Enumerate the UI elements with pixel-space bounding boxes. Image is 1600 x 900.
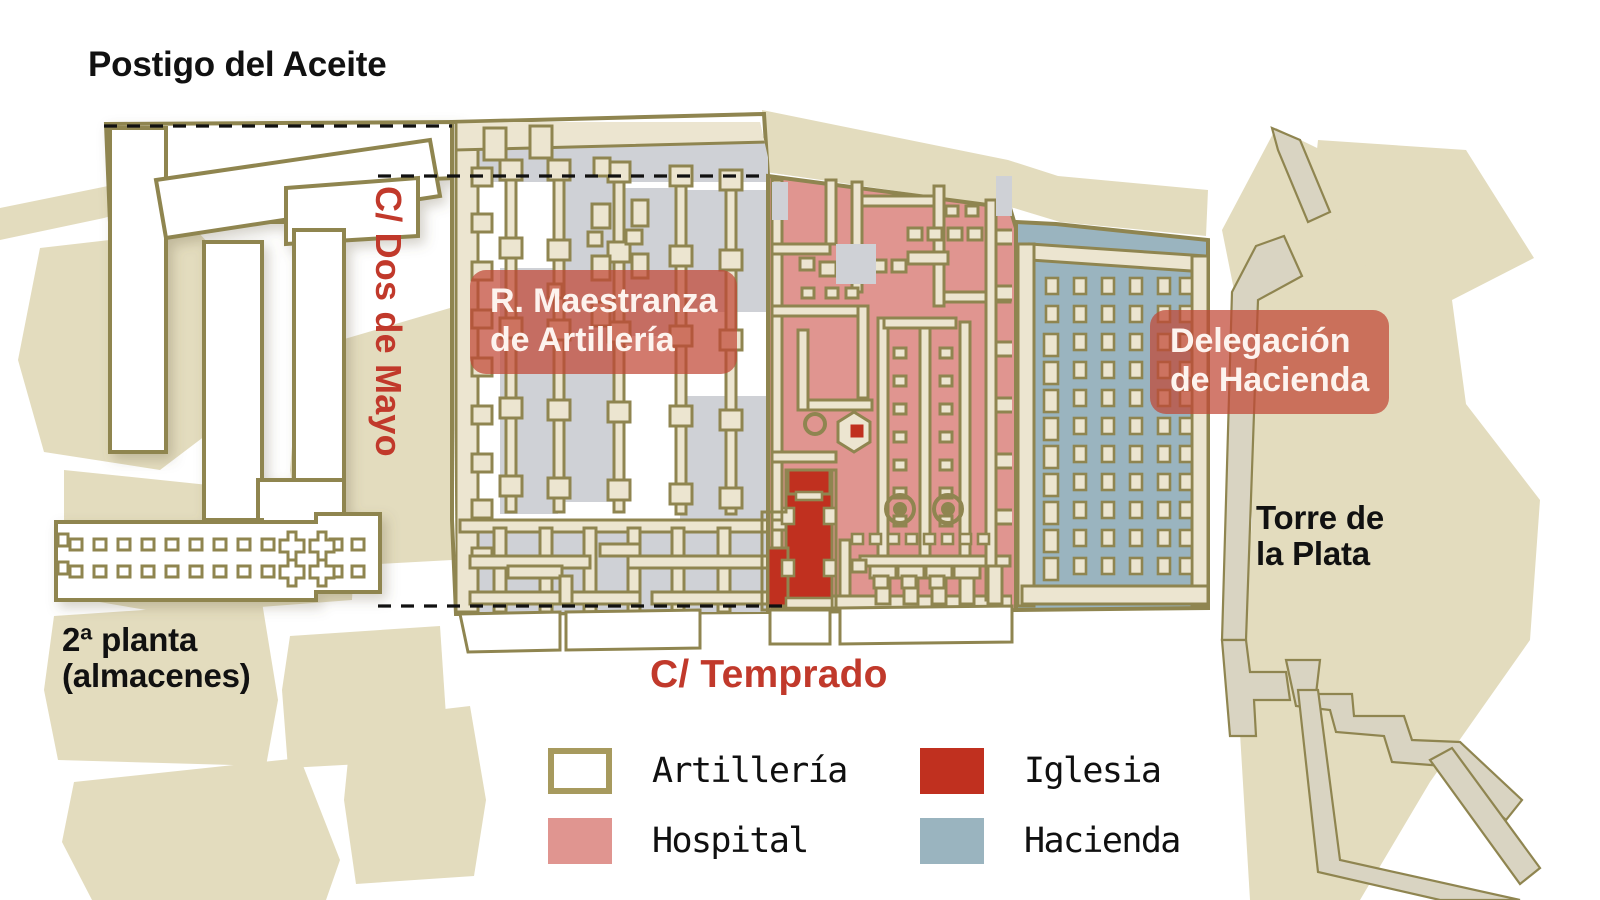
legend-swatch-artilleria [548, 748, 612, 794]
south-building-far-right [838, 604, 1014, 646]
legend-swatch-hospital [548, 818, 612, 864]
temprado-south-buildings [458, 604, 1014, 654]
alignment-guides [104, 124, 790, 608]
church-transept-head [786, 468, 832, 496]
legend-swatch-hacienda [920, 818, 984, 864]
wall-segment-lower-bend [1220, 638, 1292, 738]
artilleria-left-complex [54, 119, 458, 602]
block-lower-left-a [44, 602, 278, 766]
block-right-upper-wedge [1310, 140, 1492, 268]
left-building-center-vertical [202, 240, 264, 532]
street-label-dos-de-mayo: C/ Dos de Mayo [366, 186, 416, 542]
south-building-right [768, 608, 832, 646]
left-warehouse-row [54, 512, 382, 602]
legend-label-hacienda: Hacienda [1024, 821, 1181, 861]
church-internal-piers [780, 490, 838, 610]
maestranza-north-wall [454, 122, 768, 162]
wall-right-diagonal [1428, 746, 1542, 886]
street-label-temprado: C/ Temprado [650, 653, 888, 696]
hacienda-complex [1014, 219, 1210, 613]
callout-real-maestranza-de-artilleria: R. Maestranza de Artillería [470, 270, 738, 374]
block-lower-left-d [344, 706, 486, 884]
legend-label-iglesia: Iglesia [1024, 751, 1162, 791]
label-segunda-planta-almacenes: 2ª planta (almacenes) [62, 621, 251, 694]
city-wall-layer [1220, 126, 1542, 900]
label-torre-de-la-plata: Torre de la Plata [1256, 499, 1384, 572]
south-building-left [458, 610, 562, 654]
wall-long-diagonal [1296, 688, 1521, 900]
block-top-right-tan [762, 110, 1208, 236]
legend-label-hospital: Hospital [652, 821, 809, 861]
warehouse-outline [54, 512, 382, 602]
map-legend: Artillería Iglesia Hospital Hacienda [548, 748, 1181, 864]
hospital-grey-patches [772, 176, 1012, 284]
legend-swatch-iglesia [920, 748, 984, 794]
left-building-long-vertical [108, 126, 168, 454]
hospital-diamond-pavilion [836, 410, 872, 454]
wall-segment-upper [1270, 126, 1332, 224]
left-building-wide-top-right [284, 175, 420, 247]
maestranza-south-block [458, 518, 770, 612]
block-lower-left-c [62, 758, 340, 900]
callout-delegacion-de-hacienda: Delegación de Hacienda [1150, 310, 1390, 414]
warehouse-column-grid [56, 530, 366, 588]
hospital-cloister-dots [850, 532, 991, 546]
south-building-mid [564, 608, 702, 652]
church-outer-halo [760, 468, 838, 612]
street-label-dos-de-mayo-text: C/ Dos de Mayo [368, 186, 409, 457]
legend-label-artilleria: Artillería [652, 751, 848, 791]
iglesia-church [760, 468, 838, 612]
hospital-courtyard-wells [803, 412, 964, 525]
label-postigo-del-aceite: Postigo del Aceite [88, 45, 387, 84]
hospital-interior [770, 176, 1012, 612]
